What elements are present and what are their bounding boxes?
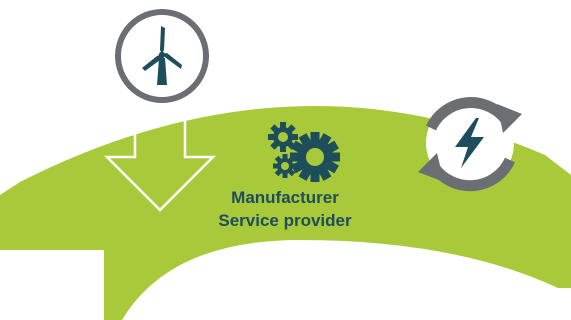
service-provider-label: Service provider (218, 211, 352, 230)
wind-turbine-icon (115, 9, 209, 103)
green-arch-band (0, 106, 571, 320)
gears-icon (268, 122, 340, 182)
down-arrow-icon (103, 103, 217, 212)
manufacturer-label: Manufacturer (231, 188, 339, 207)
lightning-cycle-icon (418, 97, 522, 192)
